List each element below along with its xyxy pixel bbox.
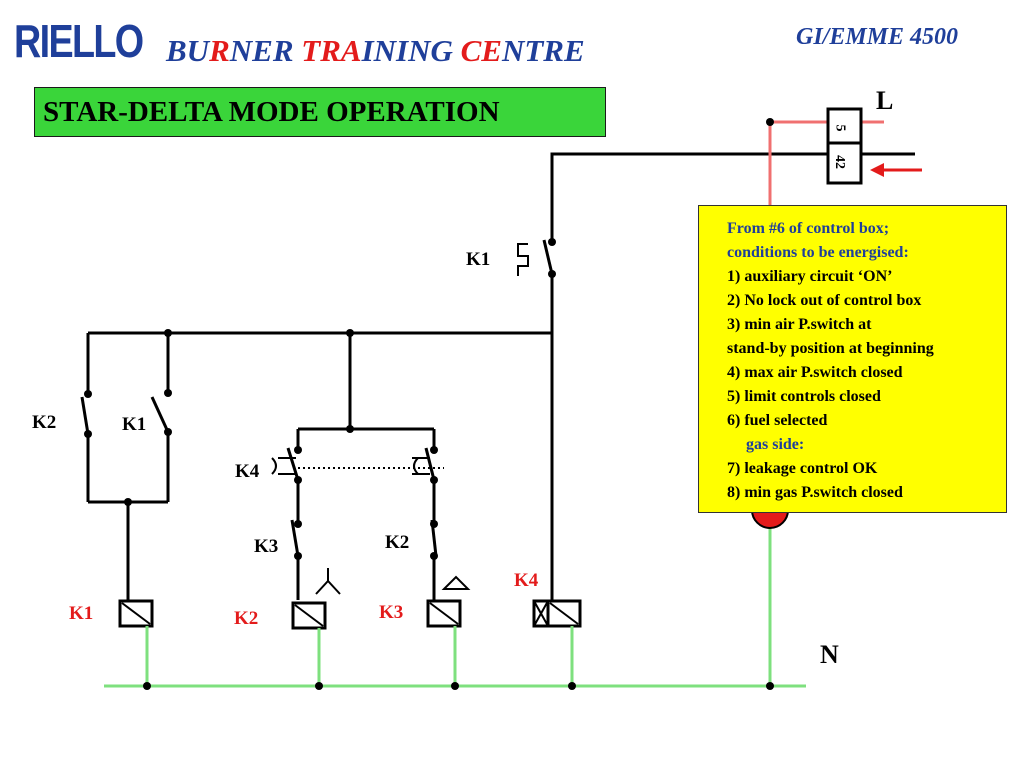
k3-contact-blade	[290, 519, 300, 557]
riello-logo: RIELLO	[14, 15, 144, 67]
live-label: L	[876, 86, 894, 115]
k4-right-contact-blade	[424, 447, 436, 481]
note-item-8: 8) min gas P.switch closed	[727, 484, 903, 501]
document-code: GI/EMME 4500	[796, 24, 959, 50]
coil-k2-label: K2	[234, 608, 259, 629]
k3-contact-label: K3	[254, 536, 279, 557]
k4-right-timer-symbol	[412, 457, 430, 475]
signal-arrow-icon	[870, 163, 922, 177]
k1-timer-label: K1	[466, 249, 491, 270]
terminal-42	[826, 141, 863, 185]
note-line-1: From #6 of control box;	[727, 220, 890, 237]
neutral-label: N	[820, 640, 839, 669]
k4-left-contact-blade	[286, 447, 300, 481]
k2-right-contact-label: K2	[385, 532, 410, 553]
coil-k3-label: K3	[379, 602, 404, 623]
note-item-7: 7) leakage control OK	[727, 460, 878, 477]
k1-contact-blade	[150, 396, 170, 433]
note-item-2: 2) No lock out of control box	[727, 292, 922, 309]
note-gas-side: gas side:	[746, 436, 805, 453]
note-item-3a: 3) min air P.switch at	[727, 316, 872, 333]
k4-left-timer-symbol	[271, 457, 296, 475]
k1-contact-label: K1	[122, 414, 147, 435]
training-centre-subtitle: BURNER TRAINING CENTRE	[166, 33, 585, 68]
note-item-4: 4) max air P.switch closed	[727, 364, 903, 381]
delta-symbol	[441, 575, 471, 590]
note-item-5: 5) limit controls closed	[727, 388, 881, 405]
feed-wire-top	[550, 152, 828, 244]
note-item-3b: stand-by position at beginning	[727, 340, 934, 357]
k2-contact-blade	[80, 396, 90, 435]
slide-title: STAR-DELTA MODE OPERATION	[43, 96, 500, 128]
terminal-42-label: 42	[832, 155, 847, 169]
note-item-6: 6) fuel selected	[727, 412, 828, 429]
conditions-note: From #6 of control box; conditions to be…	[698, 205, 1007, 513]
k2-contact-label: K2	[32, 412, 57, 433]
k1-timer-contact-blade	[542, 239, 554, 275]
k4-contact-label: K4	[235, 461, 260, 482]
note-item-1: 1) auxiliary circuit ‘ON’	[727, 268, 893, 285]
coil-k1-label: K1	[69, 603, 94, 624]
coil-k4-label: K4	[514, 570, 539, 591]
k1-timer-symbol	[517, 243, 529, 276]
terminal-5-label: 5	[832, 124, 848, 132]
star-symbol	[315, 568, 341, 595]
note-line-2: conditions to be energised:	[727, 244, 909, 261]
slide-title-box: STAR-DELTA MODE OPERATION	[34, 87, 606, 137]
